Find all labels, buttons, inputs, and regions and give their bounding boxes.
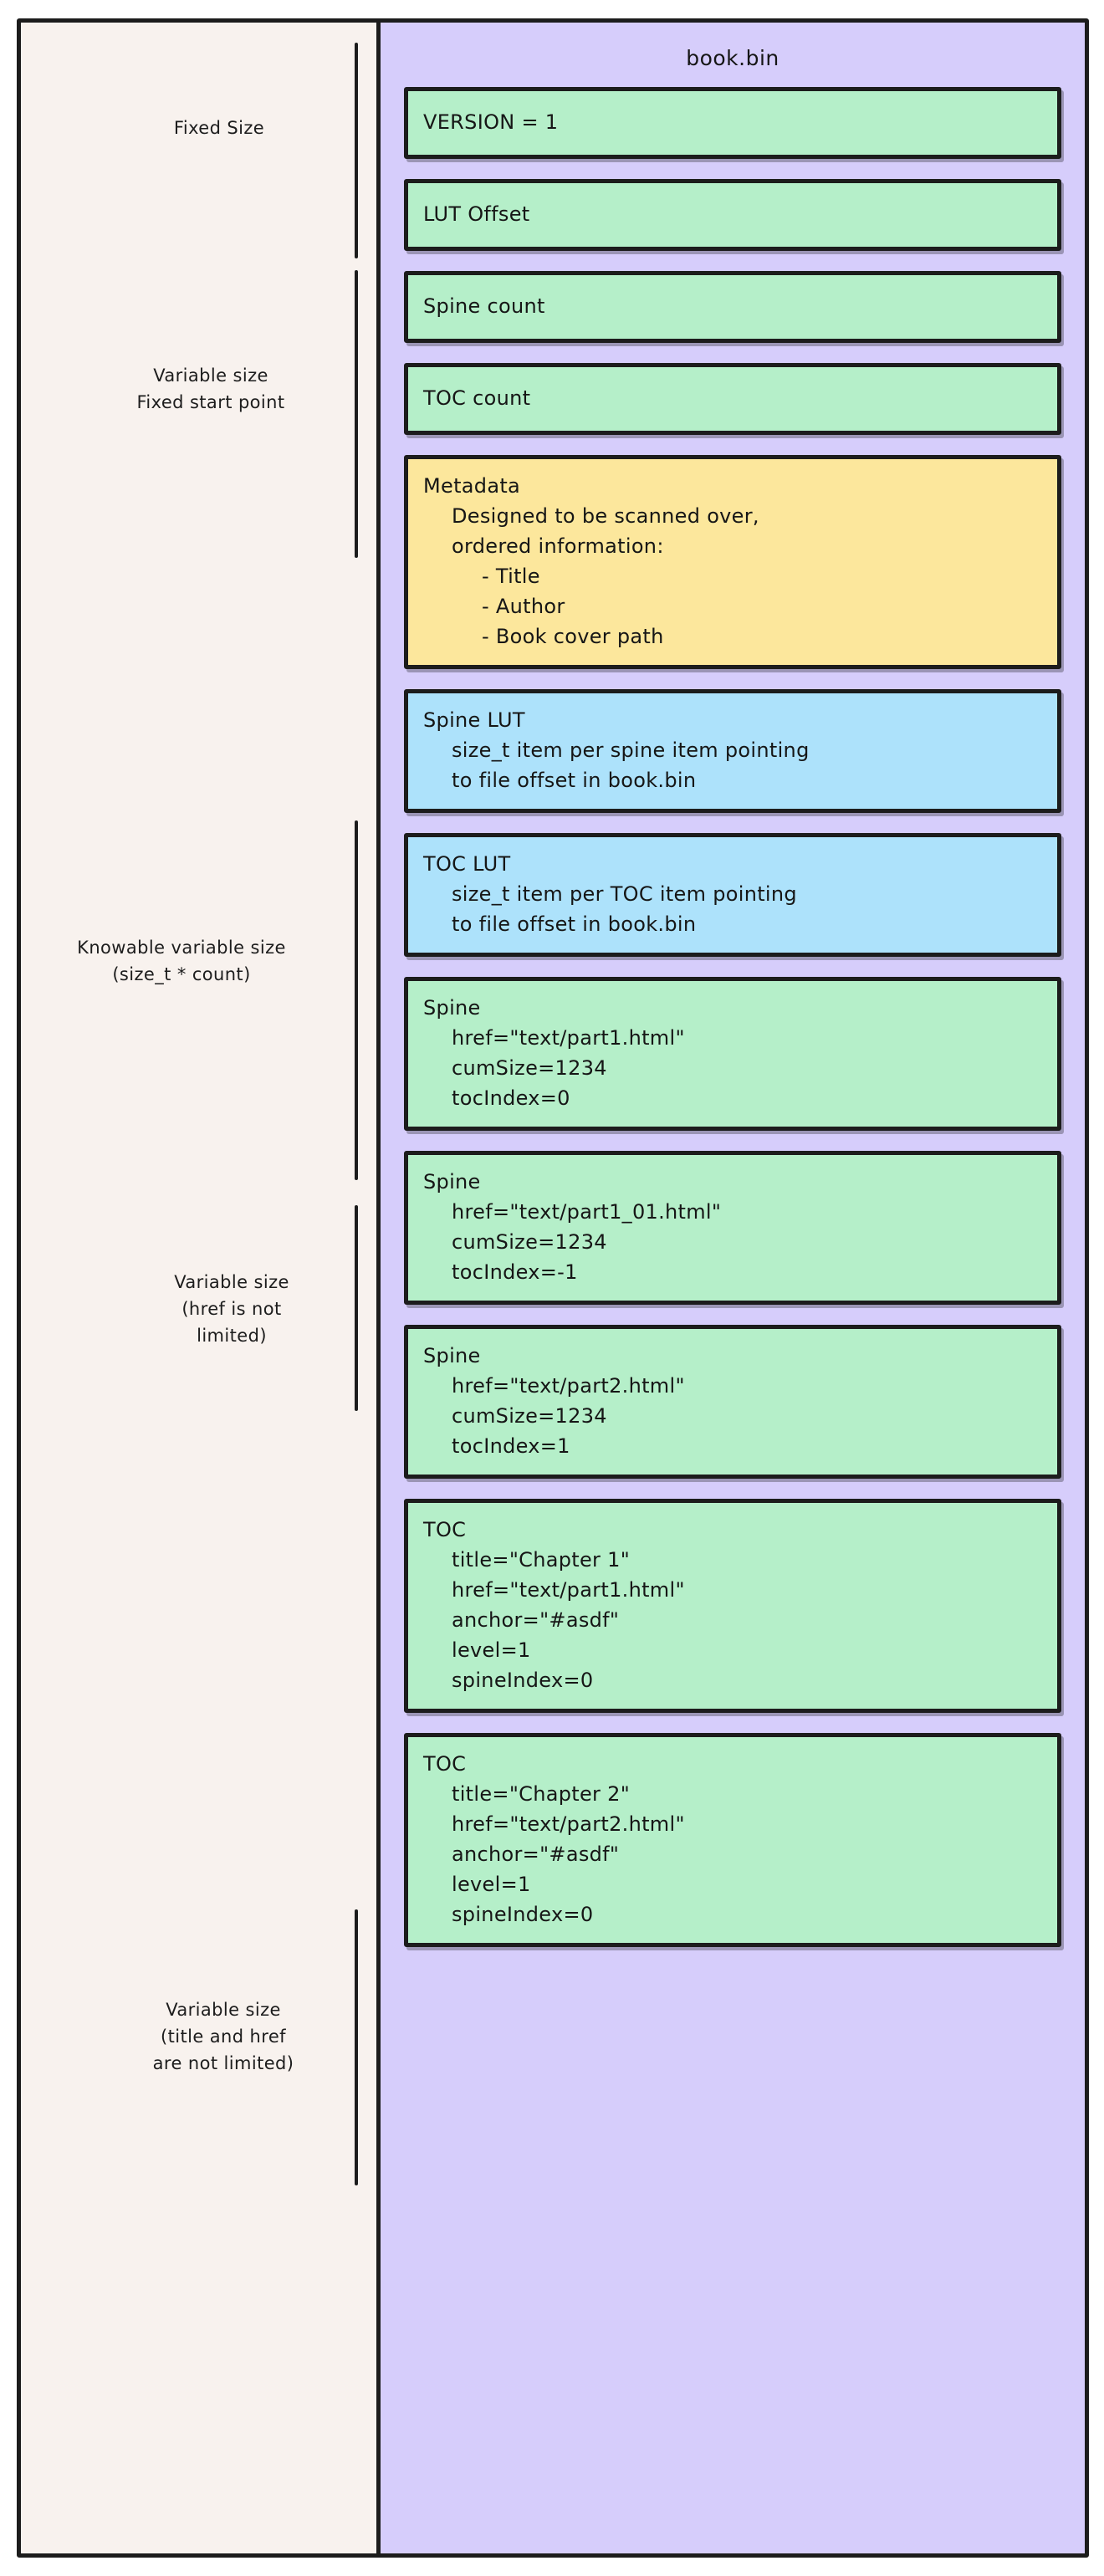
block-toc-2-fields: title="Chapter 2" href="text/part2.html"… [452,1782,685,1926]
bracket-variable-title-href [355,1909,358,2185]
block-spine-2[interactable]: Spine href="text/part1_01.html" cumSize=… [404,1151,1061,1305]
block-spine-2-fields: href="text/part1_01.html" cumSize=1234 t… [452,1200,722,1284]
block-spine-3-fields: href="text/part2.html" cumSize=1234 tocI… [452,1374,685,1458]
block-toc-lut-title: TOC LUT [423,852,511,876]
block-spine-lut-title: Spine LUT [423,708,525,732]
block-spine-count[interactable]: Spine count [404,271,1061,343]
block-spine-1[interactable]: Spine href="text/part1.html" cumSize=123… [404,977,1061,1131]
file-column: book.bin VERSION = 1 LUT Offset Spine co… [381,23,1085,2553]
block-toc-lut[interactable]: TOC LUT size_t item per TOC item pointin… [404,833,1061,957]
block-toc-count[interactable]: TOC count [404,363,1061,435]
block-version[interactable]: VERSION = 1 [404,87,1061,159]
block-toc-lut-description: size_t item per TOC item pointing to fil… [452,882,797,936]
annotation-knowable-variable-size: Knowable variable size (size_t * count) [77,938,286,984]
block-version-title: VERSION = 1 [423,110,559,134]
annotation-variable-fixed-start: Variable size Fixed start point [136,365,285,412]
bracket-variable-href [355,1205,358,1411]
block-spine-2-title: Spine [423,1170,481,1193]
block-metadata[interactable]: Metadata Designed to be scanned over, or… [404,455,1061,669]
block-spine-1-fields: href="text/part1.html" cumSize=1234 tocI… [452,1026,685,1110]
block-metadata-description: Designed to be scanned over, ordered inf… [452,504,759,558]
block-spine-count-title: Spine count [423,294,545,318]
block-toc-1-fields: title="Chapter 1" href="text/part1.html"… [452,1548,685,1692]
block-metadata-fields: - Title - Author - Book cover path [482,565,664,648]
file-title: book.bin [686,46,779,70]
annotation-variable-title-href: Variable size (title and href are not li… [152,2000,294,2073]
diagram-frame: Fixed Size Variable size Fixed start poi… [17,18,1089,2558]
block-spine-1-title: Spine [423,996,481,1020]
block-spine-3[interactable]: Spine href="text/part2.html" cumSize=123… [404,1325,1061,1479]
block-spine-3-title: Spine [423,1344,481,1367]
block-metadata-title: Metadata [423,474,521,498]
block-toc-1-title: TOC [423,1518,467,1541]
block-spine-lut-description: size_t item per spine item pointing to f… [452,739,810,792]
block-toc-count-title: TOC count [423,386,531,410]
annotation-fixed-size: Fixed Size [173,118,265,138]
block-toc-1[interactable]: TOC title="Chapter 1" href="text/part1.h… [404,1499,1061,1713]
block-lut-offset-title: LUT Offset [423,202,530,226]
bracket-variable-fixed-start [355,270,358,558]
bracket-knowable-variable-size [355,820,358,1180]
block-toc-2-title: TOC [423,1752,467,1776]
annotation-variable-href: Variable size (href is not limited) [174,1272,289,1346]
annotation-column: Fixed Size Variable size Fixed start poi… [21,23,381,2553]
block-toc-2[interactable]: TOC title="Chapter 2" href="text/part2.h… [404,1733,1061,1947]
bracket-fixed-size [355,43,358,258]
block-spine-lut[interactable]: Spine LUT size_t item per spine item poi… [404,689,1061,813]
block-lut-offset[interactable]: LUT Offset [404,179,1061,251]
